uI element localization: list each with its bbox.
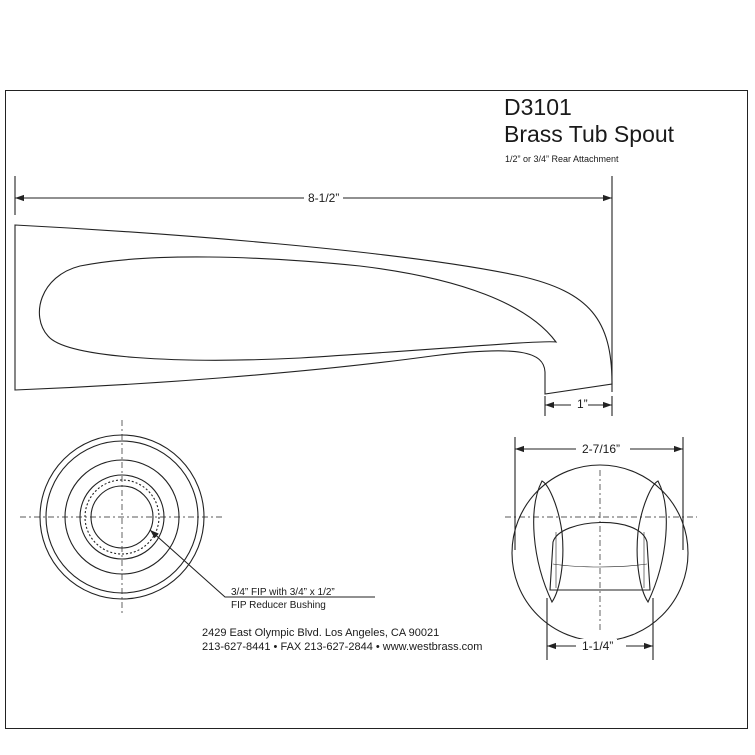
attachment-note: 1/2” or 3/4” Rear Attachment xyxy=(505,154,619,164)
dimension-inner-width xyxy=(546,598,654,660)
product-name: Brass Tub Spout xyxy=(504,121,675,147)
company-address: 2429 East Olympic Blvd. Los Angeles, CA … xyxy=(202,627,440,639)
model-number: D3101 xyxy=(504,94,572,120)
spout-side-view xyxy=(14,224,613,395)
dimension-outlet-diameter xyxy=(514,437,684,550)
spout-outline xyxy=(14,224,613,395)
dimension-overall-length xyxy=(14,176,613,392)
drawing-frame xyxy=(5,90,748,729)
callout-text-line1: 3/4” FIP with 3/4” x 1/2” xyxy=(231,587,335,598)
rear-view xyxy=(20,420,375,616)
spout-inner-contour xyxy=(39,256,558,361)
inner-width-label: 1-1/4” xyxy=(578,639,618,653)
callout-leader xyxy=(149,529,375,598)
overall-length-label: 8-1/2” xyxy=(304,191,344,205)
outlet-opening xyxy=(549,521,651,591)
outlet-diameter-label: 2-7/16” xyxy=(578,442,625,456)
dimension-tip-width xyxy=(544,396,613,416)
outlet-view xyxy=(505,464,697,642)
tip-width-label: 1” xyxy=(577,397,588,411)
company-contact: 213-627-8441 • FAX 213-627-2844 • www.we… xyxy=(202,641,483,653)
callout-text-line2: FIP Reducer Bushing xyxy=(231,600,326,611)
